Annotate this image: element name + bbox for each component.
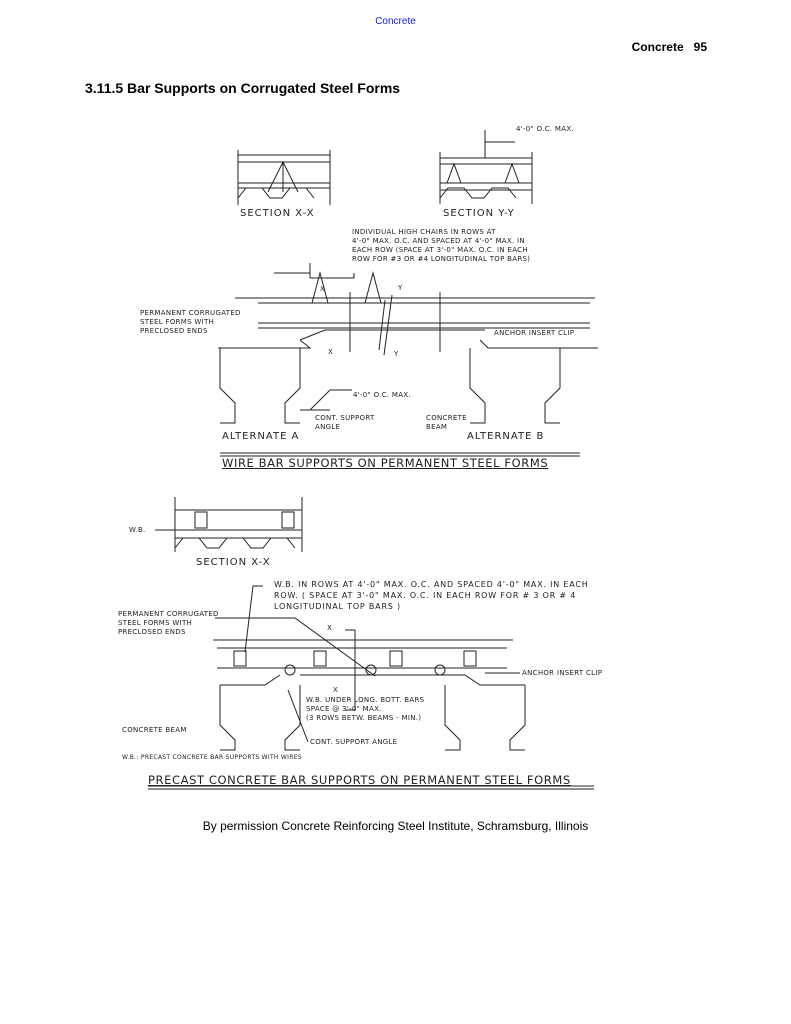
fig1-title: WIRE BAR SUPPORTS ON PERMANENT STEEL FOR… xyxy=(222,456,549,470)
fig2-support-angle: CONT. SUPPORT ANGLE xyxy=(310,738,398,746)
note-line: PERMANENT CORRUGATED xyxy=(140,309,241,317)
fig1-x-marker-bottom: X xyxy=(328,348,334,356)
fig2-wb-label: W.B. xyxy=(129,526,146,534)
fig2-beam-label: CONCRETE BEAM xyxy=(122,726,187,734)
note-line: PERMANENT CORRUGATED xyxy=(118,610,219,618)
note-line: STEEL FORMS WITH xyxy=(118,619,193,627)
fig1-anchor-label: ANCHOR INSERT CLIP xyxy=(494,329,575,337)
note-line: INDIVIDUAL HIGH CHAIRS IN ROWS AT xyxy=(352,228,496,236)
note-line: ROW. ( SPACE AT 3'-0" MAX. O.C. IN EACH … xyxy=(274,591,577,600)
fig1-alternate-a: ALTERNATE A xyxy=(222,431,300,442)
fig2-x-marker: X xyxy=(327,624,333,632)
fig1-forms-note: PERMANENT CORRUGATED STEEL FORMS WITH PR… xyxy=(140,309,241,336)
note-line: PRECLOSED ENDS xyxy=(140,327,208,335)
note-line: (3 ROWS BETW. BEAMS - MIN.) xyxy=(306,714,422,722)
note-line: 4'-0" MAX. O.C. AND SPACED AT 4'-0" MAX.… xyxy=(352,237,525,245)
note-line: W.B. UNDER LONG. BOTT. BARS xyxy=(306,696,425,704)
section-title: 3.11.5 Bar Supports on Corrugated Steel … xyxy=(85,80,401,96)
fig2-x-marker-bottom: X xyxy=(333,686,339,694)
fig1-x-marker: X xyxy=(320,285,326,293)
running-header: Concrete 95 xyxy=(632,40,707,54)
note-line: BEAM xyxy=(426,423,448,431)
note-line: ROW FOR #3 OR #4 LONGITUDINAL TOP BARS) xyxy=(352,255,531,263)
note-line: CONCRETE xyxy=(426,414,467,422)
fig2-title: PRECAST CONCRETE BAR SUPPORTS ON PERMANE… xyxy=(148,773,571,787)
note-line: PRECLOSED ENDS xyxy=(118,628,186,636)
note-line: STEEL FORMS WITH xyxy=(140,318,215,326)
note-line: W.B. IN ROWS AT 4'-0" MAX. O.C. AND SPAC… xyxy=(274,580,589,589)
fig1-section-yy-label: SECTION Y-Y xyxy=(443,208,515,219)
fig1-alternate-b: ALTERNATE B xyxy=(467,431,545,442)
figure-caption: By permission Concrete Reinforcing Steel… xyxy=(202,819,589,833)
fig2-wb-note: W.B. IN ROWS AT 4'-0" MAX. O.C. AND SPAC… xyxy=(274,579,589,612)
fig2-forms-note: PERMANENT CORRUGATED STEEL FORMS WITH PR… xyxy=(118,610,219,637)
fig1-support-angle: CONT. SUPPORT ANGLE xyxy=(315,414,375,432)
note-line: ANGLE xyxy=(315,423,341,431)
note-line: CONT. SUPPORT xyxy=(315,414,375,422)
header-link[interactable]: Concrete xyxy=(375,16,416,27)
fig1-chairs-note: INDIVIDUAL HIGH CHAIRS IN ROWS AT 4'-0" … xyxy=(352,228,530,264)
fig1-spacing-bottom: 4'-0" O.C. MAX. xyxy=(353,391,411,399)
fig1-y-marker-bottom: Y xyxy=(394,350,399,358)
note-line: SPACE @ 3'-0" MAX. xyxy=(306,705,382,713)
note-line: LONGITUDINAL TOP BARS ) xyxy=(274,602,401,611)
page-number: 95 xyxy=(693,40,707,54)
note-line: EACH ROW (SPACE AT 3'-0" MAX. O.C. IN EA… xyxy=(352,246,528,254)
fig2-wb-under-note: W.B. UNDER LONG. BOTT. BARS SPACE @ 3'-0… xyxy=(306,696,424,723)
fig1-beam-label: CONCRETE BEAM xyxy=(426,414,467,432)
fig2-anchor-label: ANCHOR INSERT CLIP xyxy=(522,669,603,677)
fig1-y-marker: Y xyxy=(398,284,403,292)
fig1-section-xx-label: SECTION X-X xyxy=(240,208,315,219)
fig1-spacing-top: 4'-0" O.C. MAX. xyxy=(516,125,574,133)
fig2-section-xx-label: SECTION X-X xyxy=(196,557,271,568)
fig2-legend: W.B.: PRECAST CONCRETE BAR SUPPORTS WITH… xyxy=(122,754,302,761)
running-title: Concrete xyxy=(631,40,684,54)
